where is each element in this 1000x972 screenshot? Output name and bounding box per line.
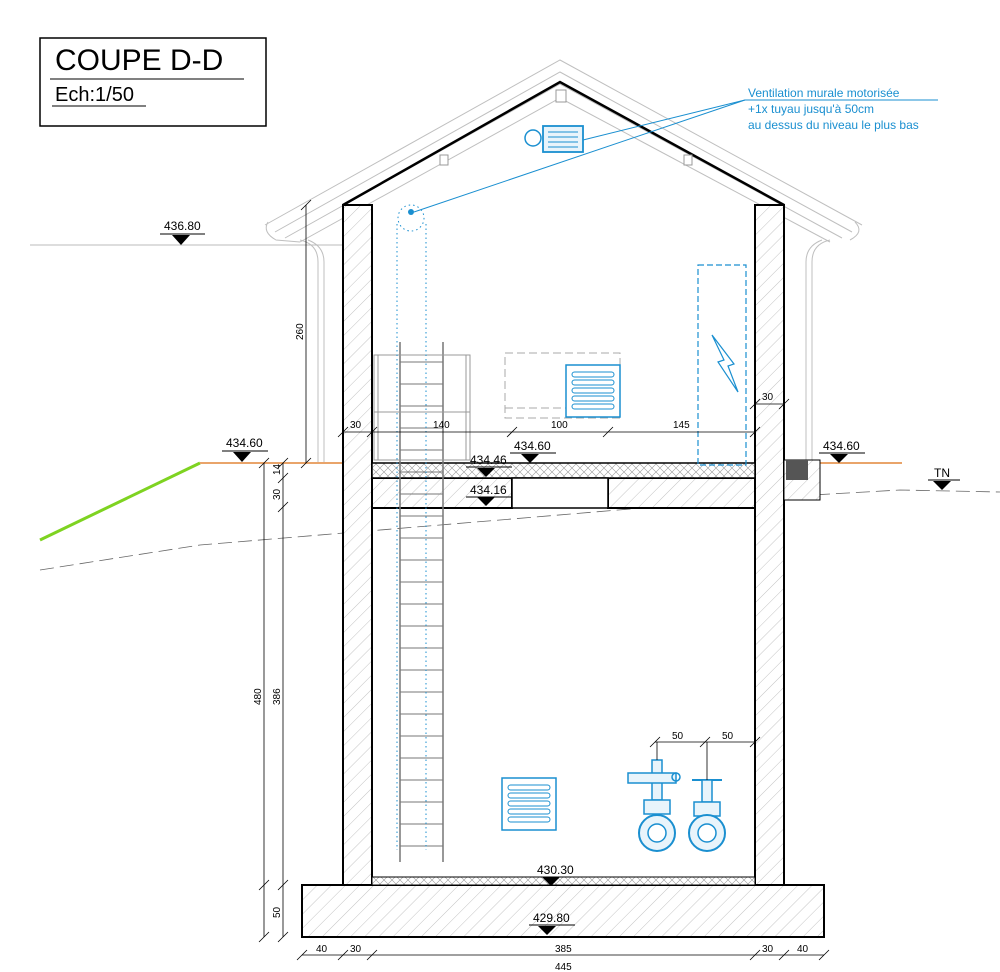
drawing-scale: Ech:1/50 [55, 84, 134, 106]
dim-bottom-30-right: 30 [762, 944, 774, 955]
floor-grating [371, 462, 756, 479]
dim-30-right: 30 [762, 392, 774, 403]
ladder [399, 342, 444, 862]
ventilation-grille-lower [501, 777, 557, 831]
dim-valve-50-a: 50 [672, 731, 684, 742]
svg-text:429.80: 429.80 [533, 911, 570, 925]
dimensions: 260 14 30 386 480 50 30 140 100 145 30 5… [253, 199, 830, 972]
dim-100: 100 [551, 420, 568, 431]
level-ground-left: 434.60 [222, 436, 268, 462]
dim-overall-445: 445 [555, 962, 572, 972]
right-wall [754, 204, 785, 886]
wall-fan [524, 125, 584, 153]
dim-14: 14 [272, 463, 283, 475]
dim-145: 145 [673, 420, 690, 431]
dim-valve-50-b: 50 [722, 731, 734, 742]
foundation-slab [301, 884, 825, 938]
svg-text:430.30: 430.30 [537, 863, 574, 877]
slab-opening [511, 477, 609, 509]
dim-140: 140 [433, 420, 450, 431]
ventilation-grille-upper [565, 364, 621, 418]
dim-480: 480 [253, 688, 264, 705]
handrail [373, 354, 471, 461]
grille-slot [507, 808, 551, 815]
dim-bottom-30-left: 30 [350, 944, 362, 955]
level-markers: 436.80 434.60 434.60 434.46 434.16 434.6… [160, 219, 960, 935]
roof [264, 59, 863, 243]
dim-386: 386 [272, 688, 283, 705]
svg-text:434.46: 434.46 [470, 453, 507, 467]
grille-slot [507, 800, 551, 807]
svg-text:TN: TN [934, 466, 950, 480]
grille-slot [507, 792, 551, 799]
level-floor-mid: 434.46 [466, 453, 512, 477]
intermediate-slab-right [607, 477, 756, 509]
svg-text:434.60: 434.60 [514, 439, 551, 453]
dim-50: 50 [272, 906, 283, 918]
annotation-line-3: au dessus du niveau le plus bas [748, 118, 919, 132]
title-frame [39, 37, 267, 127]
level-floor-bottom: 434.16 [466, 483, 512, 506]
svg-text:434.60: 434.60 [226, 436, 263, 450]
grille-slot [507, 816, 551, 823]
grille-slot [571, 387, 615, 394]
drawing-title: COUPE D-D [55, 44, 223, 77]
structure [301, 204, 825, 938]
dim-bottom-385: 385 [555, 944, 572, 955]
annotation-line-2: +1x tuyau jusqu'à 50cm [748, 102, 874, 116]
ground-profile [30, 244, 1000, 571]
grille-slot [571, 395, 615, 402]
grille-slot [571, 371, 615, 378]
svg-text:434.16: 434.16 [470, 483, 507, 497]
dim-bottom-40-left: 40 [316, 944, 328, 955]
dim-30: 30 [272, 488, 283, 500]
dim-30-left: 30 [350, 420, 362, 431]
svg-text:434.60: 434.60 [823, 439, 860, 453]
level-floor-top: 434.60 [510, 439, 556, 463]
title-block: COUPE D-D Ech:1/50 [39, 37, 267, 127]
dim-260: 260 [295, 323, 306, 340]
level-436-80: 436.80 [160, 219, 205, 245]
left-wall [342, 204, 373, 886]
downpipes [299, 239, 831, 462]
annotation-line-1: Ventilation murale motorisée [748, 86, 900, 100]
level-ground-right: 434.60 [819, 439, 865, 463]
gate-valve-motorized [627, 759, 681, 852]
electrical-cabinet [697, 264, 747, 466]
gate-valve-manual [688, 779, 726, 852]
level-foundation: 429.80 [529, 911, 575, 935]
svg-text:436.80: 436.80 [164, 219, 201, 233]
chamber-floor [371, 876, 756, 886]
level-terrain: TN [928, 466, 960, 490]
drain-block [786, 460, 808, 480]
vent-pipe [396, 204, 427, 850]
ventilation-annotation: Ventilation murale motorisée +1x tuyau j… [413, 86, 938, 213]
grille-slot [571, 403, 615, 410]
level-chamber-floor: 430.30 [533, 863, 580, 886]
grille-slot [571, 379, 615, 386]
dim-bottom-40-right: 40 [797, 944, 809, 955]
grille-slot [507, 784, 551, 791]
